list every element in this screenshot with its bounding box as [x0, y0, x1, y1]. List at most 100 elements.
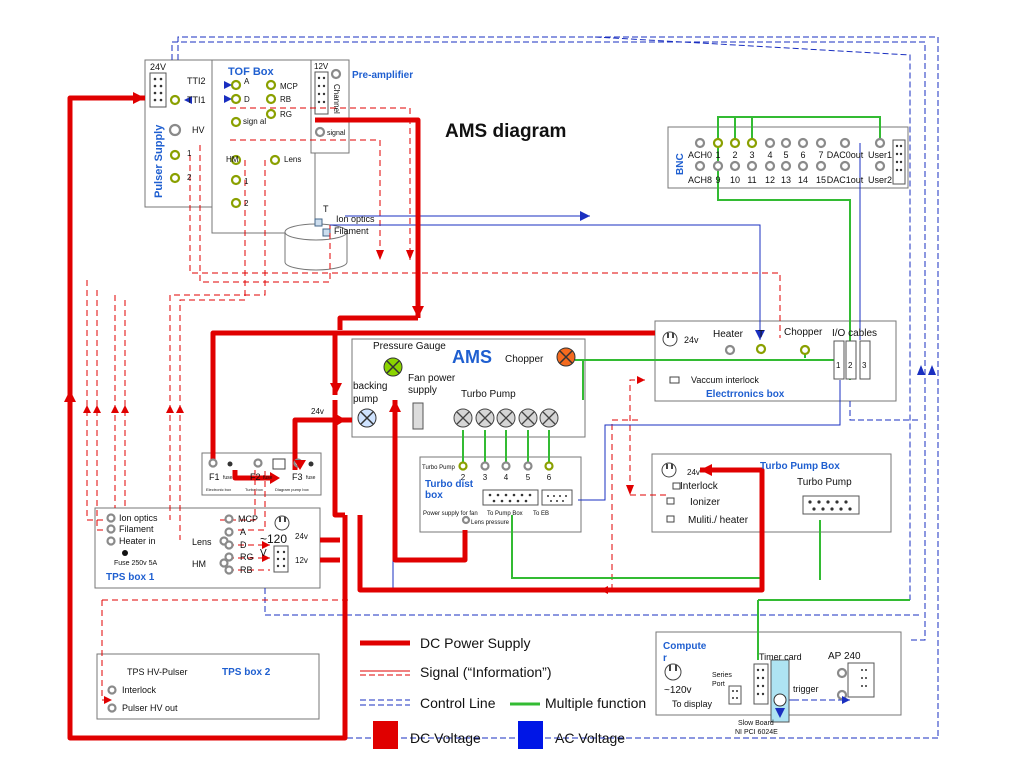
tps1-ports	[106, 513, 290, 575]
turbo-box-heater: Muliti./ heater	[688, 515, 749, 526]
fuse-f2-fuse: fuse	[263, 475, 273, 481]
bnc-bottom-label: User2	[868, 175, 892, 185]
electronics-ports	[662, 331, 871, 384]
turbo-dist-to-pump: To Pump Box	[487, 511, 523, 517]
legend-dc-voltage: DC Voltage	[410, 730, 481, 746]
bnc-bottom-label: 13	[781, 175, 791, 185]
tof-port-2: 2	[244, 199, 249, 208]
bnc-top-label: 5	[783, 150, 788, 160]
turbo-dist-number: 6	[547, 473, 552, 482]
bnc-top-label: 3	[749, 150, 754, 160]
bnc-ports	[694, 137, 886, 172]
computer-trigger: trigger	[793, 684, 819, 694]
tps1-d: D	[240, 540, 247, 550]
turbo-pump-box	[651, 453, 892, 533]
bnc-title: BNC	[675, 153, 686, 175]
ion-optics-label: Ion optics	[336, 214, 375, 224]
tps1-a: A	[240, 527, 246, 537]
dc-power-lines	[67, 95, 765, 741]
bnc-bottom-label: ACH8	[688, 175, 712, 185]
turbo-dist-lens: Lens pressure	[471, 520, 510, 526]
turbo-box-interlock: Interlock	[680, 481, 719, 492]
tps2-ports	[107, 685, 117, 713]
computer-slow-1: Slow Board	[738, 720, 774, 727]
legend-dc-voltage-swatch	[373, 721, 398, 749]
computer-ap240: AP 240	[828, 651, 861, 662]
pulser-tti1: TTI1	[187, 95, 206, 105]
turbo-dist-number: 3	[483, 473, 488, 482]
ports	[168, 68, 342, 209]
computer-display: To display	[672, 699, 713, 709]
computer-title-2: r	[663, 653, 667, 664]
tps1-v: V	[260, 548, 267, 559]
ams-chopper-label: Chopper	[505, 354, 544, 365]
turbo-pump-circles	[453, 408, 559, 428]
bnc-bottom-label: 14	[798, 175, 808, 185]
ams-ports	[357, 347, 576, 430]
tps1-12v: 12v	[295, 556, 308, 565]
diagram-title: AMS diagram	[445, 121, 566, 142]
blue-arrowheads	[184, 81, 936, 718]
fuse-tb: Turbo box	[245, 487, 263, 492]
bnc-top-label: 1	[715, 150, 720, 160]
legend-multi: Multiple function	[545, 695, 646, 711]
connector-pins	[153, 76, 903, 699]
turbo-dist-number: 4	[504, 473, 509, 482]
vacuum-interlock-label: Vaccum interlock	[691, 375, 759, 385]
computer-title-1: Compute	[663, 641, 707, 652]
preamp-signal: signal	[327, 130, 346, 137]
tps1-120: ~120	[260, 532, 287, 546]
electronics-24v: 24v	[684, 335, 699, 345]
bnc-bottom-label: 12	[765, 175, 775, 185]
bnc-bottom-label: DAC1out	[827, 175, 864, 185]
bnc-top-label: User1	[868, 150, 892, 160]
legend-dc-power: DC Power Supply	[420, 635, 531, 651]
computer-series-2: Port	[712, 681, 725, 688]
tof-d: D	[244, 95, 250, 104]
turbo-dist-to-eb: To EB	[533, 511, 549, 517]
tps1-heater: Heater in	[119, 536, 156, 546]
bnc-top-label: 4	[767, 150, 772, 160]
turbo-dist-fan: Power supply for fan	[423, 511, 478, 517]
ion-chamber	[284, 218, 348, 271]
tps1-24v: 24v	[295, 532, 308, 541]
fuse-f1-fuse: fuse	[223, 475, 233, 481]
fuse-dp: Diagram pump box	[275, 487, 309, 492]
pulser-port-1: 1	[187, 149, 192, 158]
bnc-top-label: ACH0	[688, 150, 712, 160]
tof-rg: RG	[280, 110, 292, 119]
pulser-title: Pulser Supply	[153, 124, 165, 198]
bnc-bottom-label: 10	[730, 175, 740, 185]
turbo-dist-number: 5	[526, 473, 531, 482]
bnc-bottom-label: 11	[747, 175, 756, 185]
tps1-fuse: Fuse 250v 5A	[114, 560, 158, 567]
tof-port-1: 1	[244, 177, 249, 186]
bnc-bottom-label: 9	[715, 175, 720, 185]
electronics-io: I/O cables	[832, 328, 877, 339]
electronics-heater: Heater	[713, 329, 744, 340]
pulser-tti2: TTI2	[187, 76, 206, 86]
fuse-ports	[208, 458, 314, 470]
computer-ports	[664, 659, 848, 723]
preamp-title: Pre-amplifier	[352, 70, 413, 81]
io-cable-2: 2	[848, 361, 853, 370]
turbo-dist-number: 2	[461, 473, 466, 482]
tps2-title: TPS box 2	[222, 667, 271, 678]
tps2-interlock: Interlock	[122, 685, 157, 695]
tof-hm: HM	[226, 155, 239, 164]
ion-t: T	[323, 204, 329, 214]
preamp-channel: Channel	[332, 84, 341, 114]
fuse-f3-fuse: fuse	[306, 475, 316, 481]
tps1-rb: RB	[240, 565, 253, 575]
turbo-dist-numbers: 2 3 4 5 6	[461, 473, 552, 482]
bnc-labels: ACH0ACH819210311412513614715DAC0outDAC1o…	[688, 150, 892, 185]
legend-ac-voltage: AC Voltage	[555, 730, 625, 746]
tof-signal: sign al	[243, 117, 266, 126]
tps1-mcp: MCP	[238, 514, 258, 524]
bnc-top-label: 6	[800, 150, 805, 160]
control-lines	[171, 36, 939, 739]
computer-series-1: Series	[712, 672, 732, 679]
